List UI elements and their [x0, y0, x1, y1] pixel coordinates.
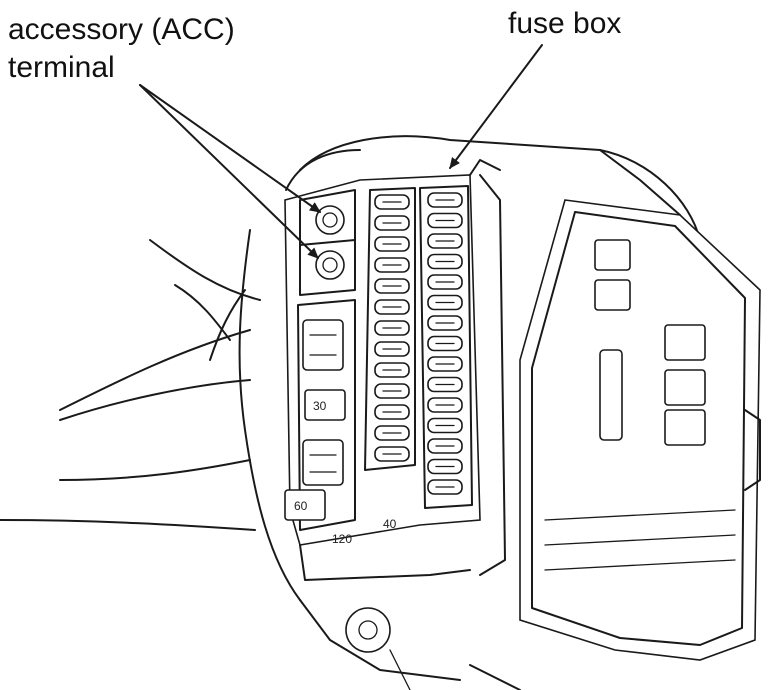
- fuse-60-label: 60: [294, 499, 308, 513]
- acc-terminal-label-line1: accessory (ACC): [8, 13, 235, 46]
- fuse-columns: [364, 185, 473, 509]
- fuse-box-label: fuse box: [508, 7, 622, 40]
- mounting-bolt: [345, 607, 411, 690]
- leader-arrows: [139, 44, 543, 259]
- acc-arrow-lower: [139, 84, 319, 259]
- acc-arrow-upper: [139, 84, 321, 213]
- fuse-30-label: 30: [313, 399, 327, 413]
- fuse-40-label: 40: [383, 517, 397, 531]
- acc-terminal-screws: [315, 205, 345, 280]
- fuse-120-label: 120: [332, 532, 352, 546]
- wiring-harness: [0, 239, 261, 531]
- large-fuse-area: 30 60 120 40: [284, 299, 397, 546]
- acc-terminal-label-line2: terminal: [8, 51, 115, 84]
- fuse-box-arrow: [449, 44, 543, 169]
- dashboard-housing: [238, 135, 701, 690]
- fuse-box-cover: [519, 199, 761, 661]
